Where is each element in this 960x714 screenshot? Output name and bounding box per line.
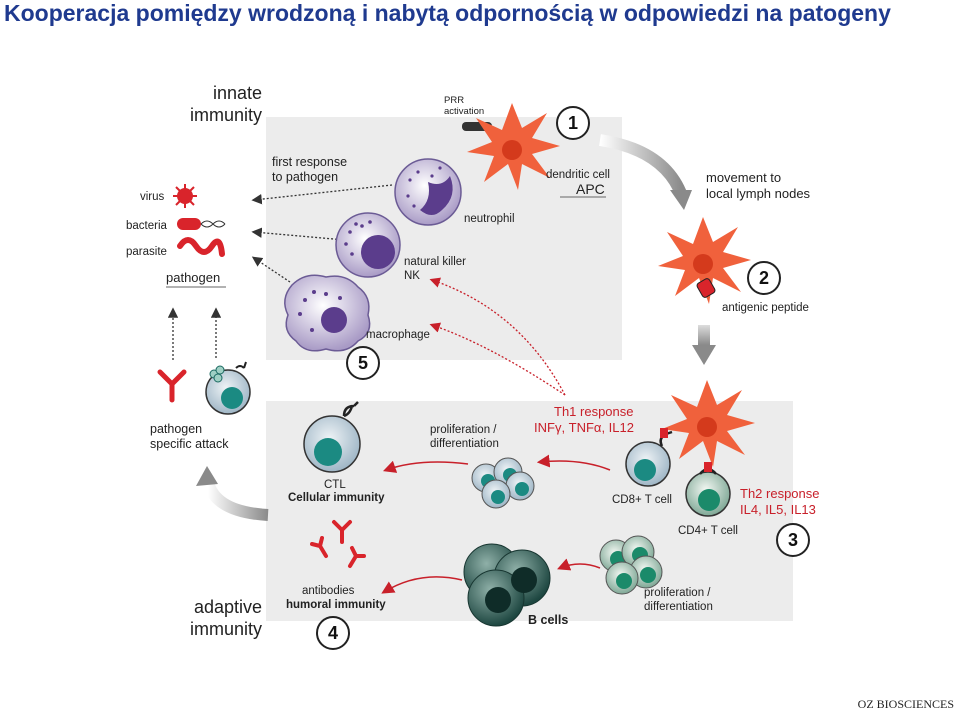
arrow-to-pathogen-attack [196, 466, 269, 521]
apc-label: APC [576, 181, 605, 197]
innate-attack-arrows [167, 184, 393, 360]
cd4-t-cell [685, 462, 731, 517]
cd4-label: CD4+ T cell [678, 525, 738, 537]
pathogen-label: pathogen [166, 270, 221, 285]
movement-line2: local lymph nodes [706, 186, 811, 201]
th1-activation-arrows [429, 277, 566, 396]
pathogen-attack-line2: specific attack [150, 437, 229, 451]
antibodies-label: antibodies [302, 585, 355, 597]
bacteria-label: bacteria [126, 220, 167, 232]
prr-line1: PRR [444, 95, 465, 106]
arrow-to-lymph-nodes [599, 134, 692, 210]
proliferating-t-cells [471, 457, 535, 509]
th1-response-label: Th1 response INFγ, TNFα, IL12 [534, 404, 634, 436]
th2-line1: Th2 response [740, 486, 820, 501]
antibody-icon [157, 369, 187, 403]
step-3-badge: 3 [776, 523, 810, 557]
step-1-badge: 1 [556, 106, 590, 140]
step-4-badge: 4 [316, 616, 350, 650]
natural-killer-cell [335, 212, 401, 278]
natural-killer-label: natural killer NK [404, 255, 466, 283]
virus-icon [173, 184, 197, 208]
innate-line2: immunity [189, 105, 262, 125]
cd8-label: CD8+ T cell [612, 494, 672, 506]
proliferating-b-cells [599, 535, 663, 595]
nk-line1: natural killer [404, 256, 466, 268]
slide-title: Kooperacja pomiędzy wrodzoną i nabytą od… [4, 0, 891, 26]
b-cells-label: B cells [528, 613, 569, 627]
neutrophil-cell [394, 158, 462, 226]
publisher-credit: OZ BIOSCIENCES [857, 697, 954, 711]
th1-line1: Th1 response [554, 404, 634, 419]
b-cells-icon [463, 543, 551, 627]
movement-label: movement to local lymph nodes [706, 170, 810, 202]
arrow-to-t-cells [692, 325, 716, 365]
prolif-bottom-line2: differentiation [644, 601, 713, 613]
prolif-bottom-line1: proliferation / [644, 587, 711, 599]
ctl-label: CTL [324, 479, 346, 491]
first-response-label: first response to pathogen [272, 155, 347, 185]
first-response-line2: to pathogen [272, 170, 339, 184]
memory-b-cell-icon [205, 361, 251, 415]
humoral-immunity-label: humoral immunity [286, 599, 386, 611]
cellular-immunity-label: Cellular immunity [288, 492, 385, 504]
pathogen-attack-label: pathogen specific attack [150, 422, 229, 452]
antigenic-peptide-label: antigenic peptide [722, 302, 809, 314]
differentiation-arrows [381, 454, 611, 594]
adaptive-immunity-label: adaptive immunity [168, 596, 262, 640]
innate-immunity-label: innate immunity [168, 82, 262, 126]
neutrophil-label: neutrophil [464, 213, 515, 225]
th2-line2: IL4, IL5, IL13 [740, 502, 816, 517]
dendritic-cell-1 [467, 103, 560, 190]
innate-line1: innate [212, 83, 262, 103]
prr-line2: activation [444, 106, 485, 117]
macrophage-cell [284, 274, 371, 352]
antibodies-icon [310, 520, 366, 568]
dendritic-cell-3 [662, 380, 755, 467]
prr-activation-label: PRR activation [444, 95, 484, 117]
macrophage-label: macrophage [366, 329, 430, 341]
prolif-top-line1: proliferation / [430, 424, 497, 436]
step-2-badge: 2 [747, 261, 781, 295]
parasite-icon [177, 237, 225, 257]
virus-label: virus [140, 191, 165, 203]
nk-line2: NK [404, 270, 420, 282]
proliferation-bottom-label: proliferation / differentiation [644, 586, 713, 614]
th2-response-label: Th2 response IL4, IL5, IL13 [740, 486, 820, 518]
bacteria-icon [177, 218, 226, 230]
th1-line2: INFγ, TNFα, IL12 [534, 420, 634, 435]
adaptive-line1: adaptive [193, 597, 262, 617]
ctl-cell [303, 401, 361, 473]
prolif-top-line2: differentiation [430, 438, 499, 450]
movement-line1: movement to [706, 170, 782, 185]
cd8-t-cell [625, 428, 673, 487]
dendritic-cell-label: dendritic cell [546, 169, 610, 181]
parasite-label: parasite [126, 246, 167, 258]
dendritic-cell-2 [658, 217, 751, 304]
adaptive-line2: immunity [189, 619, 262, 639]
pathogen-attack-line1: pathogen [150, 422, 203, 436]
first-response-line1: first response [272, 155, 348, 169]
step-5-badge: 5 [346, 346, 380, 380]
proliferation-top-label: proliferation / differentiation [430, 423, 499, 451]
